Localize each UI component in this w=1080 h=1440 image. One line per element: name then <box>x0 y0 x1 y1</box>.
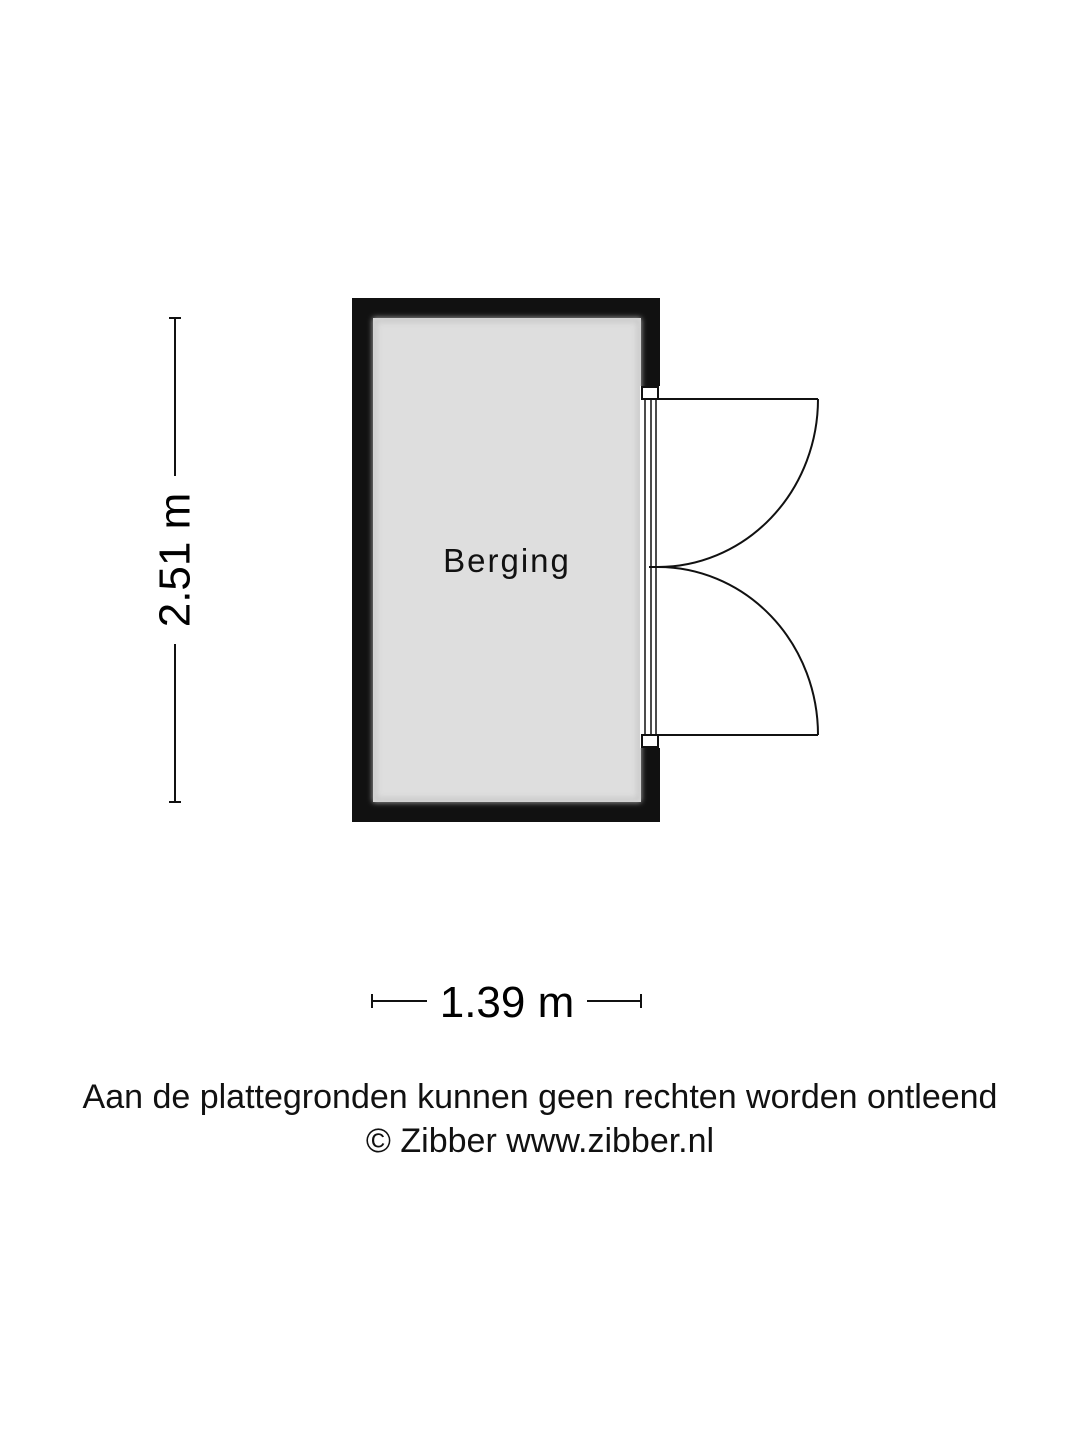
room-floor-shade <box>373 318 641 802</box>
door-swing-arc-top <box>657 398 819 568</box>
door-swing-arc-bottom <box>657 566 819 736</box>
height-dimension-label: 2.51 m <box>151 493 200 628</box>
width-dimension-label: 1.39 m <box>440 978 575 1027</box>
room-name-label: Berging <box>443 542 571 579</box>
door-jamb-bottom <box>641 734 659 748</box>
door-jamb-top <box>641 386 659 400</box>
room-floor <box>373 318 641 802</box>
copyright-text: © Zibber www.zibber.nl <box>365 1122 715 1160</box>
disclaimer-text: Aan de plattegronden kunnen geen rechten… <box>82 1078 998 1116</box>
